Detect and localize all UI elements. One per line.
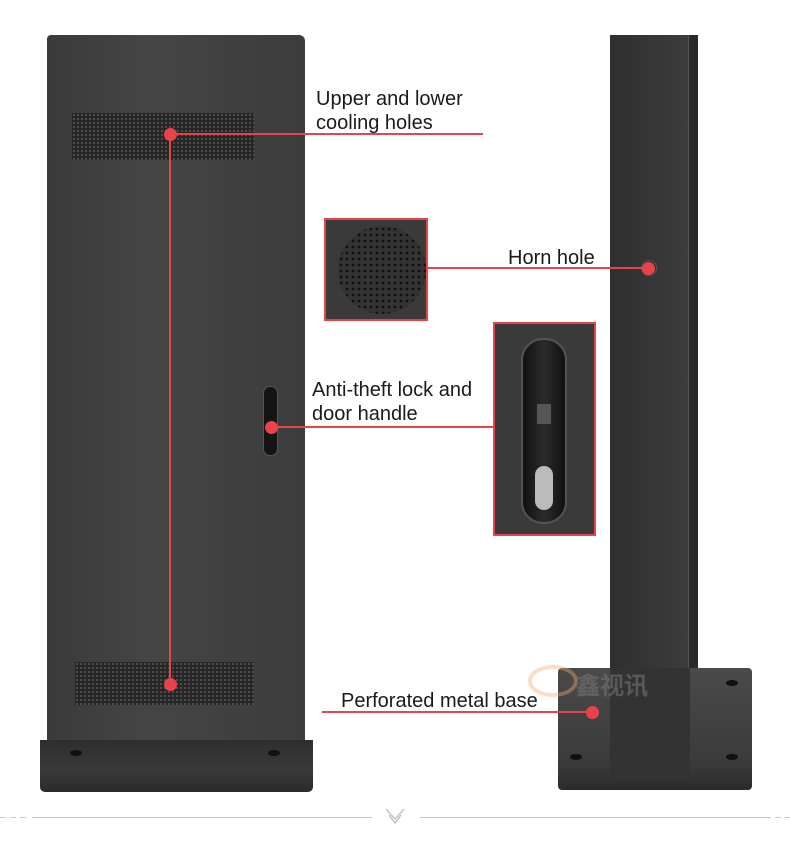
lower-vent-marker [164, 678, 177, 691]
cooling-callout-line [170, 133, 483, 135]
side-panel-edge [688, 35, 698, 780]
lock-marker [265, 421, 278, 434]
upper-vent-marker [164, 128, 177, 141]
cooling-connector-line [169, 134, 171, 684]
lock-detail-inset [493, 322, 596, 536]
horn-callout-line [428, 267, 648, 269]
divider-right [420, 817, 765, 818]
upper-cooling-vent [72, 113, 254, 160]
divider-dashes-right [765, 817, 790, 818]
cabinet-side-view [610, 35, 690, 780]
base-callout-line [322, 711, 592, 713]
chevron-down-icon [385, 808, 405, 825]
lock-callout-line [271, 426, 493, 428]
horn-marker [642, 262, 655, 275]
divider-dashes-left [0, 817, 28, 818]
horn-detail-inset [324, 218, 428, 321]
base-label: Perforated metal base [341, 690, 538, 712]
horn-label: Horn hole [508, 247, 595, 269]
divider-left [32, 817, 372, 818]
cabinet-base-front [40, 740, 313, 792]
watermark-text: 鑫视讯 [576, 673, 648, 700]
side-column-lower [610, 668, 690, 780]
base-marker [586, 706, 599, 719]
watermark-logo-icon [528, 665, 578, 697]
